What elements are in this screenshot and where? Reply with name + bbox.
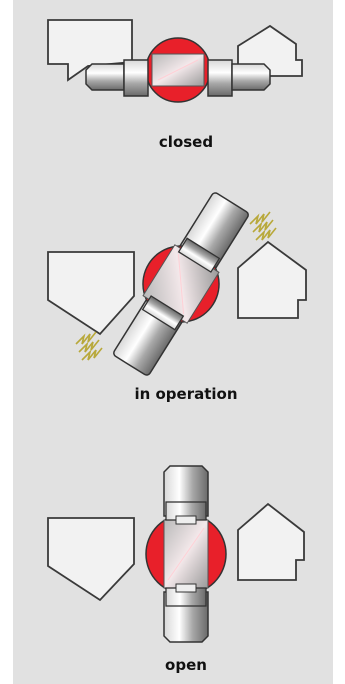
bore-highlight <box>177 254 185 314</box>
right-flange <box>207 59 233 97</box>
state-label-open: open <box>165 656 207 674</box>
state-open: open <box>47 465 305 674</box>
left-housing <box>47 517 135 602</box>
seal-bottom <box>175 583 197 593</box>
seal-top <box>175 515 197 525</box>
right-housing <box>237 240 307 319</box>
left-flange <box>123 59 149 97</box>
left-housing <box>47 251 135 336</box>
upper-flange <box>177 237 221 273</box>
left-housing <box>47 19 133 82</box>
lower-flange <box>141 295 185 331</box>
state-label-in-operation: in operation <box>134 385 237 403</box>
bore-highlight <box>157 59 199 81</box>
spark-icon <box>249 211 277 241</box>
right-housing <box>237 502 305 581</box>
right-pipe <box>231 63 271 91</box>
spark-icon <box>75 331 103 361</box>
state-label-closed: closed <box>159 133 213 151</box>
state-closed: closed <box>47 19 303 151</box>
left-pipe <box>85 63 125 91</box>
bore-highlight <box>167 527 205 581</box>
state-in-operation: in operation <box>47 192 307 403</box>
